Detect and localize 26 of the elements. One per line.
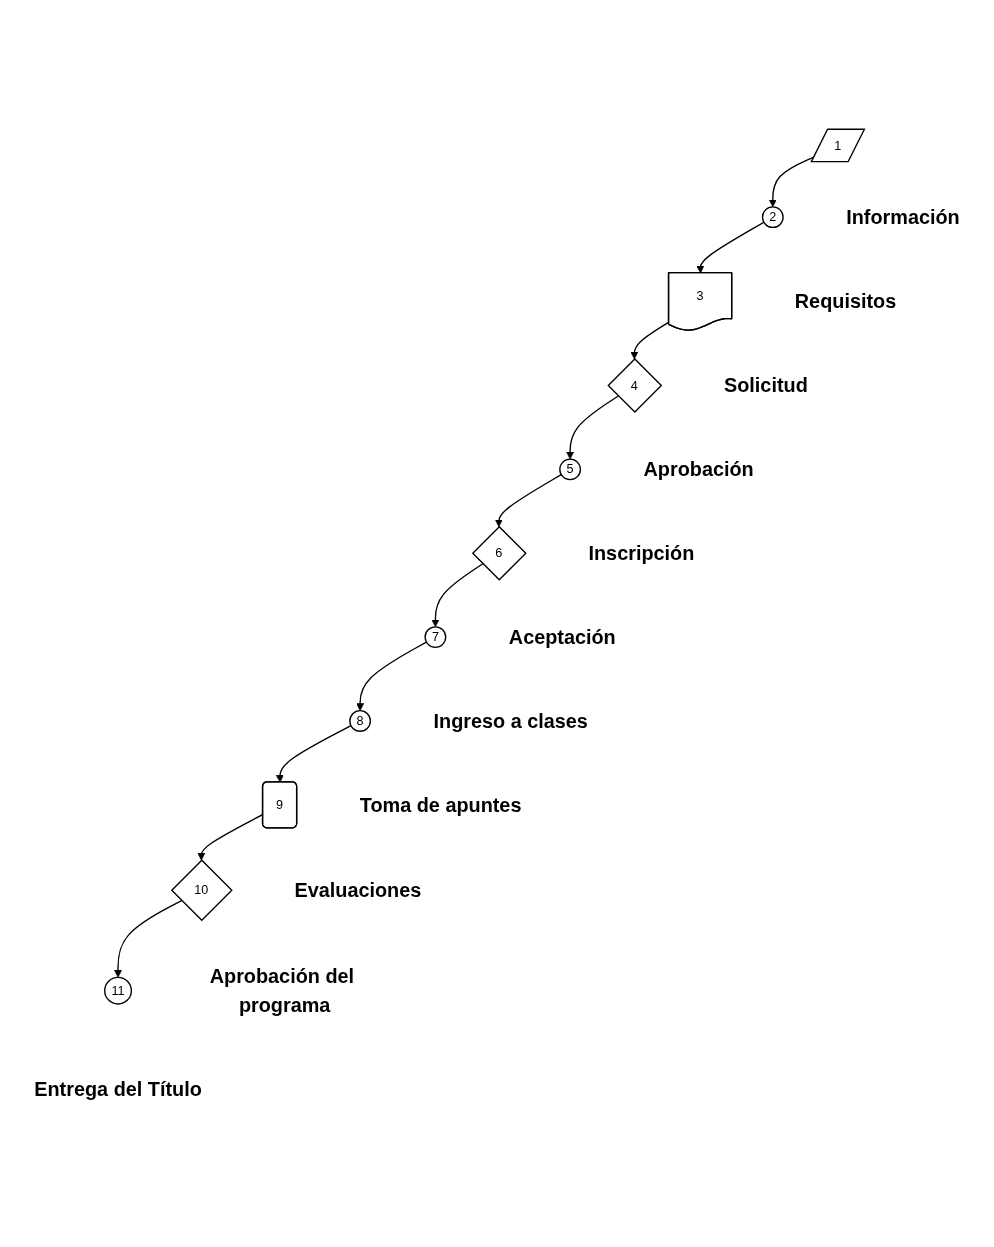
node-label: Requisitos [794, 290, 897, 313]
node-diamond: 6 [471, 525, 527, 581]
node-circle: 7 [424, 626, 447, 649]
arrow [114, 899, 183, 978]
node-diamond: 10 [170, 859, 233, 922]
node-label: Evaluaciones [294, 879, 422, 902]
arrow [630, 321, 670, 360]
node-label: Ingreso a clases [433, 709, 588, 733]
node-label: Solicitud [723, 374, 808, 397]
arrow [566, 395, 619, 460]
node-circle: 8 [349, 710, 372, 732]
node-label: Inscripción [588, 541, 695, 565]
node-diamond: 4 [607, 358, 663, 413]
node-circle: 11 [104, 976, 133, 1005]
node-label: Aprobación [643, 458, 754, 481]
node-label: Aceptación [508, 625, 616, 649]
arrow [356, 641, 428, 712]
node-circle: 2 [761, 206, 784, 229]
node-label: Aprobación del programa [209, 964, 355, 1017]
arrow [275, 725, 352, 783]
node-label: Toma de apuntes [359, 793, 522, 817]
node-label: Información [846, 205, 960, 229]
arrow [431, 563, 484, 628]
arrow [494, 473, 562, 528]
node-circle: 5 [559, 458, 582, 481]
node-label: Entrega del Título [34, 1078, 202, 1101]
